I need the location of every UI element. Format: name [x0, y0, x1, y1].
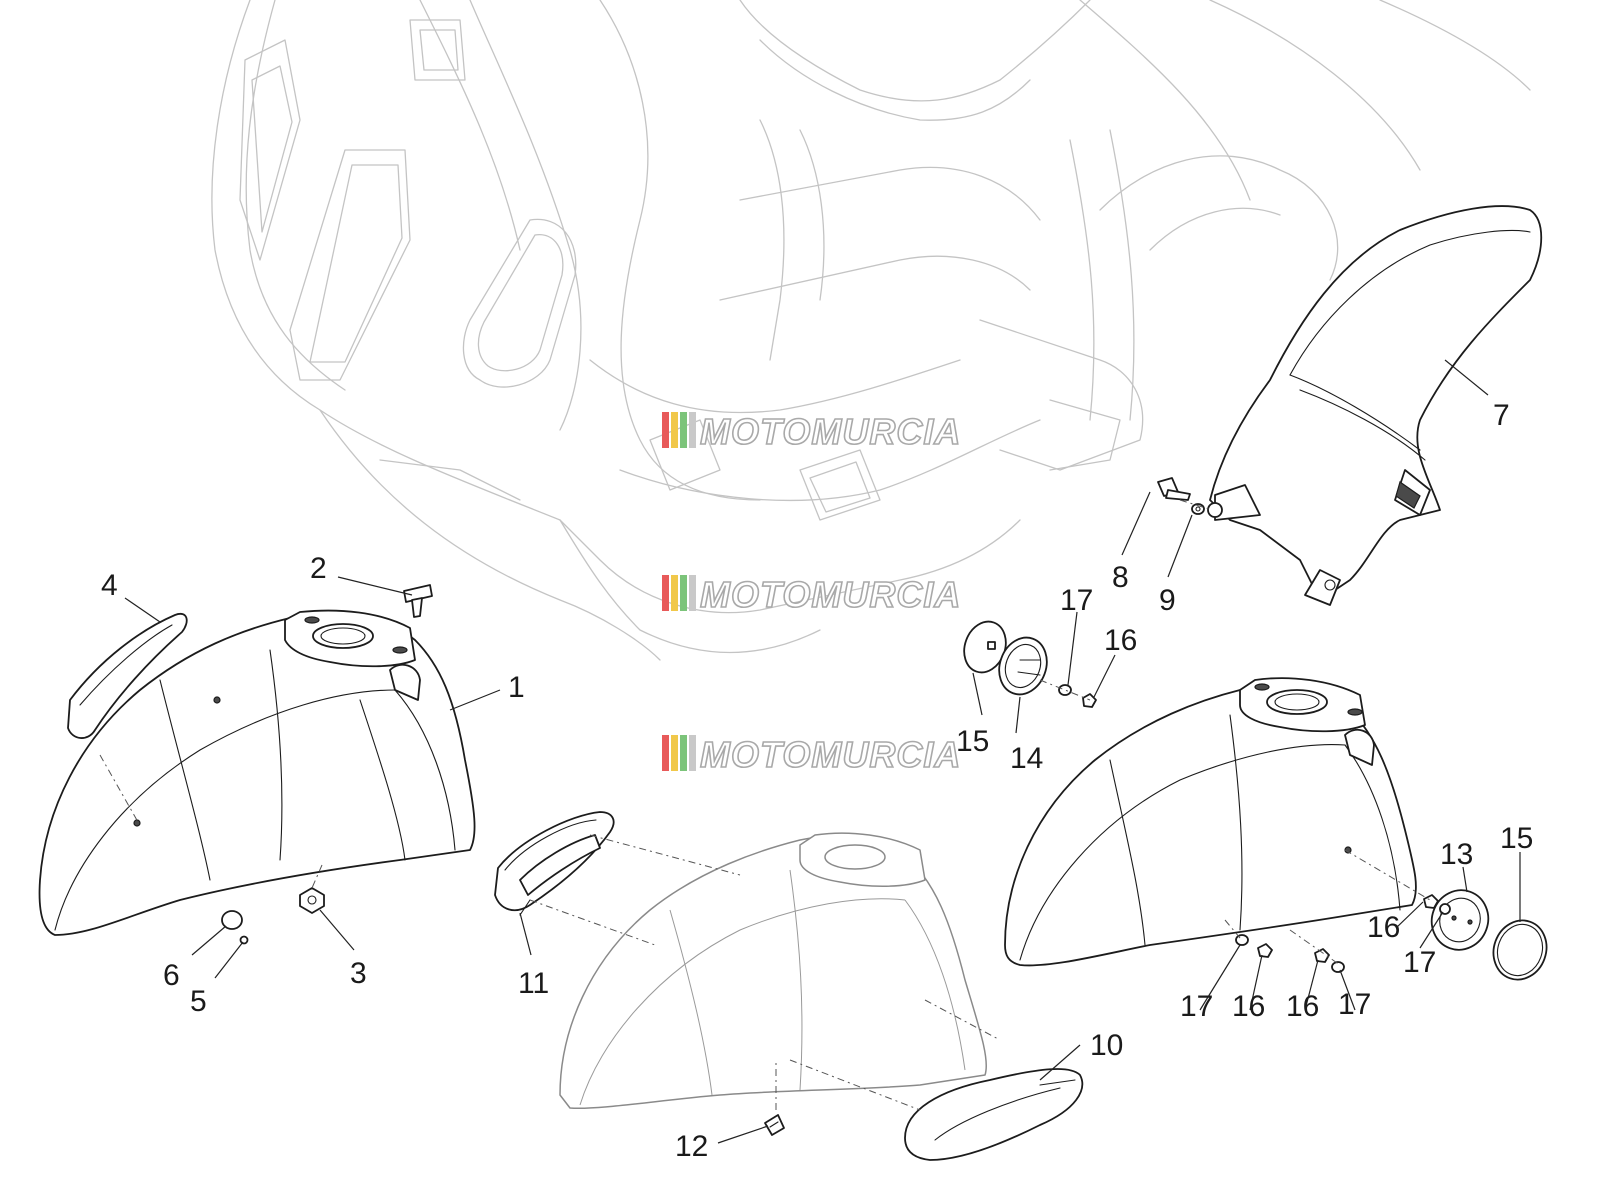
watermark-text: MOTOMURCIA	[700, 411, 961, 452]
callout-16-lower-b: 16	[1286, 990, 1319, 1023]
callout-17-lower-a: 17	[1180, 990, 1213, 1023]
part-3-nut	[299, 887, 325, 914]
assembly-axis-lines	[99, 499, 1431, 1111]
watermark-stripe	[680, 575, 687, 611]
watermark-text: MOTOMURCIA	[700, 734, 961, 775]
callout-7: 7	[1493, 399, 1510, 432]
callout-16-right: 16	[1367, 911, 1400, 944]
part-4-trim-strip	[67, 612, 188, 739]
watermark-stripe	[680, 412, 687, 448]
watermark-stripe	[662, 735, 669, 771]
part-17-washer-a	[1439, 903, 1451, 915]
callout-17-upper: 17	[1060, 584, 1093, 617]
part-16-nut-c	[1314, 948, 1330, 963]
callout-3: 3	[350, 957, 367, 990]
callout-5: 5	[190, 985, 207, 1018]
part-6-cap	[221, 910, 243, 930]
watermark-bottom: MOTOMURCIA	[662, 733, 961, 776]
watermark-stripe	[689, 412, 696, 448]
part-8-screw	[1157, 477, 1191, 501]
callout-15-upper: 15	[956, 725, 989, 758]
callout-labels: 1 2 3 4 5 6 7 8 9 10 11 12 13 14 15 15 1…	[101, 399, 1533, 1163]
phantom-mudguard-middle	[559, 832, 988, 1110]
part-5-screw	[239, 935, 249, 945]
callout-1: 1	[508, 671, 525, 704]
part-1-front-mudguard	[38, 609, 476, 936]
right-mudguard-variant	[1004, 677, 1417, 967]
watermark-stripe	[680, 735, 687, 771]
callout-17-right: 17	[1403, 946, 1436, 979]
watermark-middle: MOTOMURCIA	[662, 573, 961, 616]
callout-10: 10	[1090, 1029, 1123, 1062]
callout-16-upper: 16	[1104, 624, 1137, 657]
callout-8: 8	[1112, 561, 1129, 594]
part-14-reflector-housing	[998, 636, 1048, 696]
callout-13: 13	[1440, 838, 1473, 871]
watermark-stripe	[662, 575, 669, 611]
part-16-nut-upper	[1082, 693, 1097, 708]
callout-9: 9	[1159, 584, 1176, 617]
callout-12: 12	[675, 1130, 708, 1163]
watermark-stripe	[662, 412, 669, 448]
leader-lines	[124, 359, 1521, 1144]
part-12-clip	[764, 1114, 785, 1136]
callout-4: 4	[101, 569, 118, 602]
callout-2: 2	[310, 552, 327, 585]
part-10-guide	[904, 1068, 1084, 1161]
callout-14: 14	[1010, 742, 1043, 775]
part-11-guide	[494, 811, 615, 916]
callout-6: 6	[163, 959, 180, 992]
part-2-screw	[403, 584, 433, 618]
watermark-text: MOTOMURCIA	[700, 574, 961, 615]
part-7-rear-mudguard	[1207, 205, 1543, 606]
watermark-stripe	[671, 575, 678, 611]
callout-15-lower: 15	[1500, 822, 1533, 855]
part-17-washer-c	[1331, 961, 1345, 973]
watermark-top: MOTOMURCIA	[662, 410, 961, 453]
watermark-stripe	[689, 735, 696, 771]
callout-16-lower-a: 16	[1232, 990, 1265, 1023]
part-17-washer-upper	[1058, 684, 1072, 696]
watermark-stripe	[689, 575, 696, 611]
callout-11: 11	[518, 967, 549, 1000]
watermark-stripe	[671, 412, 678, 448]
part-16-nut-a	[1423, 894, 1439, 909]
callout-17-lower-b: 17	[1338, 988, 1371, 1021]
part-16-nut-b	[1257, 943, 1273, 958]
part-15-cover-lower	[1492, 919, 1548, 981]
part-17-washer-b	[1235, 934, 1249, 946]
scooter-body-background	[211, 0, 1531, 661]
watermark-stripe	[671, 735, 678, 771]
